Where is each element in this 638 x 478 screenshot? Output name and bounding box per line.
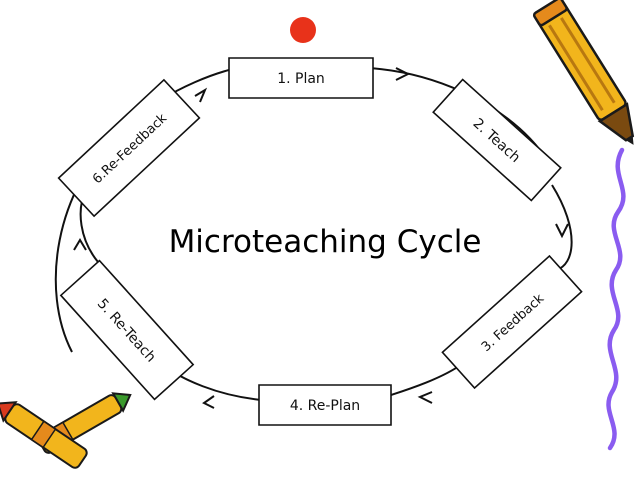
cycle-arrows [73, 67, 569, 409]
step-1-banner: 1. Plan [228, 57, 374, 99]
step-3-banner: 3. Feedback [441, 254, 583, 390]
step-2-banner: 2. Teach [432, 78, 562, 202]
crayons-icon [0, 392, 132, 469]
arrow-head [417, 391, 433, 404]
red-dot-marker [290, 17, 316, 43]
step-1-label: 1. Plan [277, 71, 325, 87]
squiggle-decoration [606, 147, 626, 451]
step-5-banner: 5. Re-Teach [59, 259, 195, 401]
step-4-label: 4. Re-Plan [290, 398, 360, 414]
arrow-head [395, 67, 411, 81]
diagram-title: Microteaching Cycle [169, 224, 482, 260]
step-4-banner: 4. Re-Plan [258, 384, 392, 426]
arrow-head [555, 223, 569, 239]
arrow-head [202, 395, 215, 409]
step-6-banner: 6.Re-Feedback [57, 78, 201, 218]
pencil-icon [532, 0, 635, 145]
arrow-head [73, 238, 87, 251]
arrow-head [194, 87, 208, 103]
